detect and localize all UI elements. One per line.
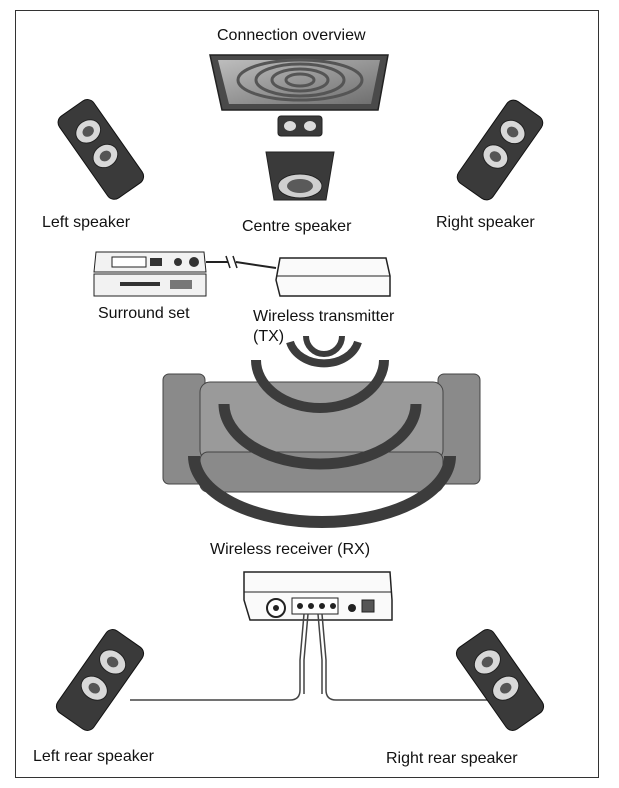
audio-cable: [206, 261, 277, 269]
diagram-title: Connection overview: [217, 27, 366, 44]
left-speaker-label: Left speaker: [42, 214, 131, 231]
av-receiver-icon: [93, 251, 207, 297]
transmitter-label-line1: Wireless transmitter: [253, 308, 395, 325]
left-rear-speaker-label: Left rear speaker: [33, 748, 154, 765]
right-speaker-label: Right speaker: [436, 214, 535, 231]
centre-speaker-label: Centre speaker: [242, 218, 352, 235]
sofa-icon: [162, 373, 481, 493]
receiver-icon: [243, 571, 393, 621]
centre-speaker-icon: [265, 115, 335, 201]
rear-speaker-cables: [130, 613, 492, 701]
transmitter-label-line2: (TX): [253, 328, 285, 345]
tv-icon: [209, 54, 389, 111]
wireless-wave-icon: [188, 335, 456, 528]
left-rear-speaker-icon: [55, 629, 145, 731]
right-rear-speaker-icon: [455, 629, 545, 731]
right-speaker-icon: [456, 99, 544, 201]
left-speaker-icon: [57, 99, 145, 200]
transmitter-icon: [275, 257, 391, 297]
receiver-label: Wireless receiver (RX): [210, 541, 371, 558]
surround-set-label: Surround set: [98, 305, 190, 322]
right-rear-speaker-label: Right rear speaker: [386, 750, 518, 767]
